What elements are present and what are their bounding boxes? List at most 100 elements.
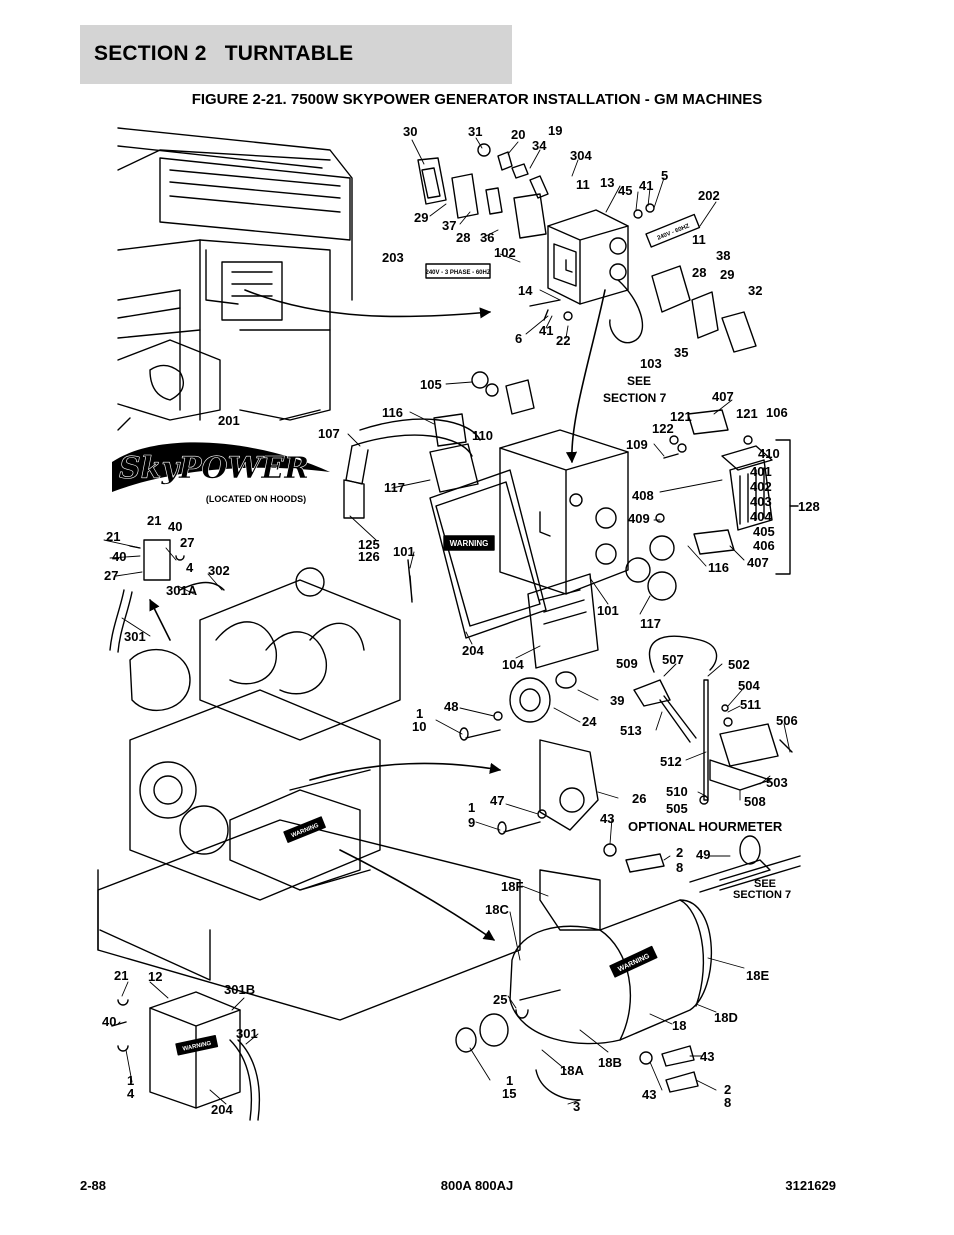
callout: 2 <box>724 1082 731 1097</box>
skypower-logo-text: SkyPOWER <box>119 451 309 486</box>
callout: 41 <box>639 178 653 193</box>
see-label: SECTION 7 <box>603 391 667 405</box>
callout: 204 <box>462 643 484 658</box>
callouts: 30 31 20 19 34 304 11 13 45 41 5 202 29 … <box>102 123 820 1117</box>
callout: 43 <box>600 811 614 826</box>
callout: 506 <box>776 713 798 728</box>
callout: 40 <box>112 549 126 564</box>
callout: 301A <box>166 583 198 598</box>
callout: 1 <box>468 800 475 815</box>
callout: 402 <box>750 479 772 494</box>
callout: 409 <box>628 511 650 526</box>
skypower-logo: SkyPOWER <box>112 442 330 492</box>
callout: 14 <box>518 283 533 298</box>
callout: 117 <box>384 480 405 495</box>
callout: 2 <box>676 845 683 860</box>
callout: 43 <box>700 1049 714 1064</box>
callout: 301 <box>124 629 146 644</box>
callout: 116 <box>708 560 729 575</box>
platform-frame <box>117 127 492 431</box>
callout: 201 <box>218 413 240 428</box>
callout: 301 <box>236 1026 258 1041</box>
callout: 107 <box>318 426 340 441</box>
callout: 48 <box>444 699 458 714</box>
warning-label-engine: WARNING <box>283 816 326 843</box>
callout: 43 <box>642 1087 656 1102</box>
callout: 1 <box>416 706 423 721</box>
callout: 30 <box>403 124 417 139</box>
callout: 18D <box>714 1010 738 1025</box>
warning-label-204a: WARNING <box>443 535 495 551</box>
callout: 13 <box>600 175 614 190</box>
decal-203-box <box>425 263 491 279</box>
leader-lines <box>103 137 791 1105</box>
callout: 28 <box>692 265 706 280</box>
callout: 31 <box>468 124 482 139</box>
callout: 101 <box>597 603 619 618</box>
see-label: SEE <box>754 878 776 890</box>
callout: 404 <box>750 509 772 524</box>
control-box-assembly <box>417 143 757 464</box>
callout: 507 <box>662 652 684 667</box>
see-label: SEE <box>627 374 651 388</box>
callout: 11 <box>692 232 706 247</box>
callout: 513 <box>620 723 642 738</box>
callout: 35 <box>674 345 688 360</box>
logo-note: (LOCATED ON HOODS) <box>206 494 306 504</box>
callout: 512 <box>660 754 682 769</box>
callout: 509 <box>616 656 638 671</box>
callout: 20 <box>511 127 525 142</box>
callout: 126 <box>358 549 380 564</box>
callout: 508 <box>744 794 766 809</box>
callout: 45 <box>618 183 632 198</box>
callout: 18C <box>485 902 509 917</box>
callout: 29 <box>720 267 734 282</box>
callout: 302 <box>208 563 230 578</box>
tensioner-assembly <box>459 671 665 873</box>
callout: 27 <box>180 535 194 550</box>
callout: 408 <box>632 488 654 503</box>
callout: 26 <box>632 791 646 806</box>
callout: 103 <box>640 356 662 371</box>
footer-model: 800A 800AJ <box>440 1178 514 1193</box>
callout: 18E <box>746 968 769 983</box>
callout: 15 <box>502 1086 516 1101</box>
callout: 12 <box>148 969 162 984</box>
callout: 39 <box>610 693 624 708</box>
callout: 202 <box>698 188 720 203</box>
callout: 34 <box>532 138 547 153</box>
callout: 6 <box>515 331 522 346</box>
callout: 21 <box>106 529 120 544</box>
callout: 28 <box>456 230 470 245</box>
figure-title: FIGURE 2-21. 7500W SKYPOWER GENERATOR IN… <box>191 91 763 108</box>
callout: 203 <box>382 250 404 265</box>
callout: 403 <box>750 494 772 509</box>
callout: 511 <box>740 697 761 712</box>
callout: 29 <box>414 210 428 225</box>
callout: 1 <box>127 1073 134 1088</box>
callout: 406 <box>753 538 775 553</box>
callout: 11 <box>576 177 590 192</box>
callout: 18A <box>560 1063 584 1078</box>
callout: 102 <box>494 245 516 260</box>
callout: 8 <box>724 1095 731 1110</box>
optional-hourmeter-label: OPTIONAL HOURMETER <box>628 819 783 834</box>
callout: 304 <box>570 148 592 163</box>
see-label: SECTION 7 <box>733 889 791 901</box>
callout: 505 <box>666 801 688 816</box>
callout: 10 <box>412 719 426 734</box>
callout: 510 <box>666 784 688 799</box>
callout: 117 <box>640 616 661 631</box>
engine-assembly <box>97 539 521 1021</box>
callout: 125 <box>358 537 380 552</box>
callout: 503 <box>766 775 788 790</box>
callout: 22 <box>556 333 570 348</box>
callout: 18B <box>598 1055 622 1070</box>
callout: 410 <box>758 446 780 461</box>
callout: 24 <box>582 714 597 729</box>
callout: 116 <box>382 405 403 420</box>
callout: 105 <box>420 377 442 392</box>
callout: 128 <box>798 499 820 514</box>
callout: 18 <box>672 1018 686 1033</box>
